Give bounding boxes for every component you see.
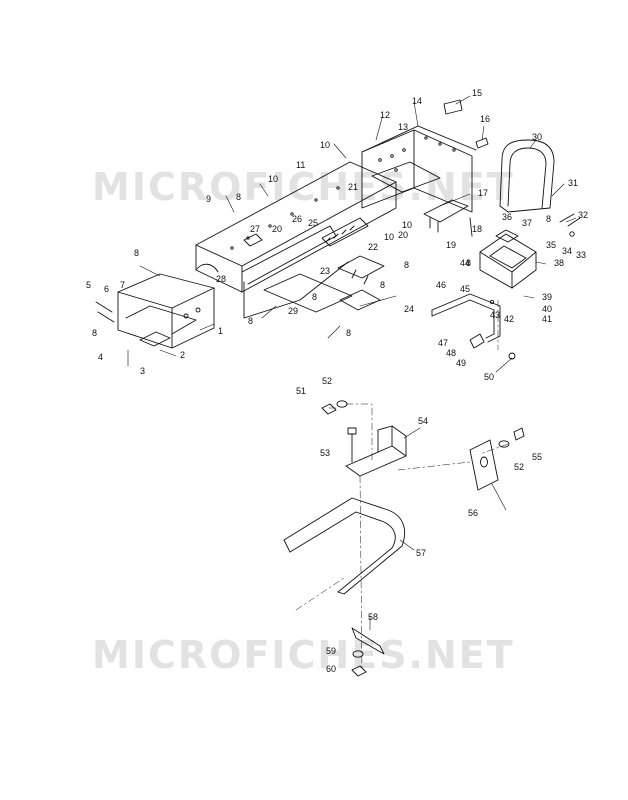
small-bumper	[431, 293, 516, 360]
part-label-17: 17	[478, 188, 488, 198]
part-number-labels: 1 2 3 4 5 6 7 8 8 8 8 8 8 8 8 8 8 9 10 1…	[86, 88, 588, 674]
part-label-10c: 10	[402, 220, 412, 230]
part-label-9: 9	[206, 194, 211, 204]
front-brace	[423, 199, 473, 237]
part-label-8i: 8	[466, 258, 471, 268]
part-label-11: 11	[296, 160, 305, 170]
part-label-29: 29	[288, 306, 298, 316]
main-frame-rail	[195, 161, 397, 319]
part-label-3: 3	[140, 366, 145, 376]
part-label-5: 5	[86, 280, 91, 290]
part-label-54: 54	[418, 416, 428, 426]
part-label-38: 38	[554, 258, 564, 268]
part-label-20a: 20	[272, 224, 282, 234]
part-label-41: 41	[542, 314, 552, 324]
part-label-42: 42	[504, 314, 514, 324]
bracket-27	[243, 233, 263, 247]
part-label-32: 32	[578, 210, 588, 220]
part-label-2: 2	[180, 350, 185, 360]
part-label-58: 58	[368, 612, 378, 622]
part-label-40: 40	[542, 304, 552, 314]
part-label-8h: 8	[346, 328, 351, 338]
part-label-37: 37	[522, 218, 532, 228]
part-label-12: 12	[380, 110, 390, 120]
part-label-19: 19	[446, 240, 456, 250]
part-label-22: 22	[368, 242, 378, 252]
part-label-26: 26	[292, 214, 302, 224]
part-label-53: 53	[320, 448, 330, 458]
part-label-31: 31	[568, 178, 578, 188]
part-label-7: 7	[120, 280, 125, 290]
part-label-52b: 52	[514, 462, 524, 472]
part-label-59: 59	[326, 646, 336, 656]
part-label-8g: 8	[380, 280, 385, 290]
rear-frame-box	[95, 273, 215, 349]
part-label-52a: 52	[322, 376, 332, 386]
part-label-39: 39	[542, 292, 552, 302]
part-label-10b: 10	[320, 140, 330, 150]
part-label-8c: 8	[236, 192, 241, 202]
part-label-8e: 8	[312, 292, 317, 302]
part-label-49: 49	[456, 358, 466, 368]
part-label-57: 57	[416, 548, 426, 558]
leader-lines	[127, 95, 577, 631]
part-label-8f: 8	[404, 260, 409, 270]
part-label-25: 25	[308, 218, 318, 228]
part-label-18: 18	[472, 224, 482, 234]
part-label-28: 28	[216, 274, 226, 284]
part-label-47: 47	[438, 338, 448, 348]
center-lines	[295, 299, 509, 671]
part-label-16: 16	[480, 114, 490, 124]
part-label-1: 1	[218, 326, 223, 336]
part-label-46: 46	[436, 280, 446, 290]
part-label-23: 23	[320, 266, 330, 276]
part-label-55: 55	[532, 452, 542, 462]
part-label-24: 24	[404, 304, 414, 314]
part-label-50: 50	[484, 372, 494, 382]
part-label-8b: 8	[92, 328, 97, 338]
rivet-16	[475, 137, 489, 149]
tow-hitch-assembly	[479, 139, 581, 305]
part-label-48: 48	[446, 348, 456, 358]
part-label-35: 35	[546, 240, 556, 250]
part-label-56: 56	[468, 508, 478, 518]
part-label-14: 14	[412, 96, 422, 106]
part-label-8a: 8	[134, 248, 139, 258]
part-label-21: 21	[348, 182, 358, 192]
floor-plate-assembly	[263, 255, 385, 313]
part-label-10a: 10	[268, 174, 278, 184]
part-label-10d: 10	[384, 232, 394, 242]
part-label-27: 27	[250, 224, 260, 234]
lower-bumper-assembly	[283, 400, 525, 677]
part-label-44: 44	[460, 258, 470, 268]
part-label-33: 33	[576, 250, 586, 260]
part-label-30: 30	[532, 132, 542, 142]
part-label-20b: 20	[398, 230, 408, 240]
part-label-4: 4	[98, 352, 103, 362]
part-label-8d: 8	[248, 316, 253, 326]
part-label-15: 15	[472, 88, 482, 98]
decal-15	[443, 99, 463, 115]
part-label-45: 45	[460, 284, 470, 294]
part-label-34: 34	[562, 246, 572, 256]
part-label-51: 51	[296, 386, 306, 396]
part-label-43: 43	[490, 310, 500, 320]
part-label-6: 6	[104, 284, 109, 294]
part-label-8j: 8	[546, 214, 551, 224]
part-label-13: 13	[398, 122, 408, 132]
part-label-60: 60	[326, 664, 336, 674]
part-label-36: 36	[502, 212, 512, 222]
